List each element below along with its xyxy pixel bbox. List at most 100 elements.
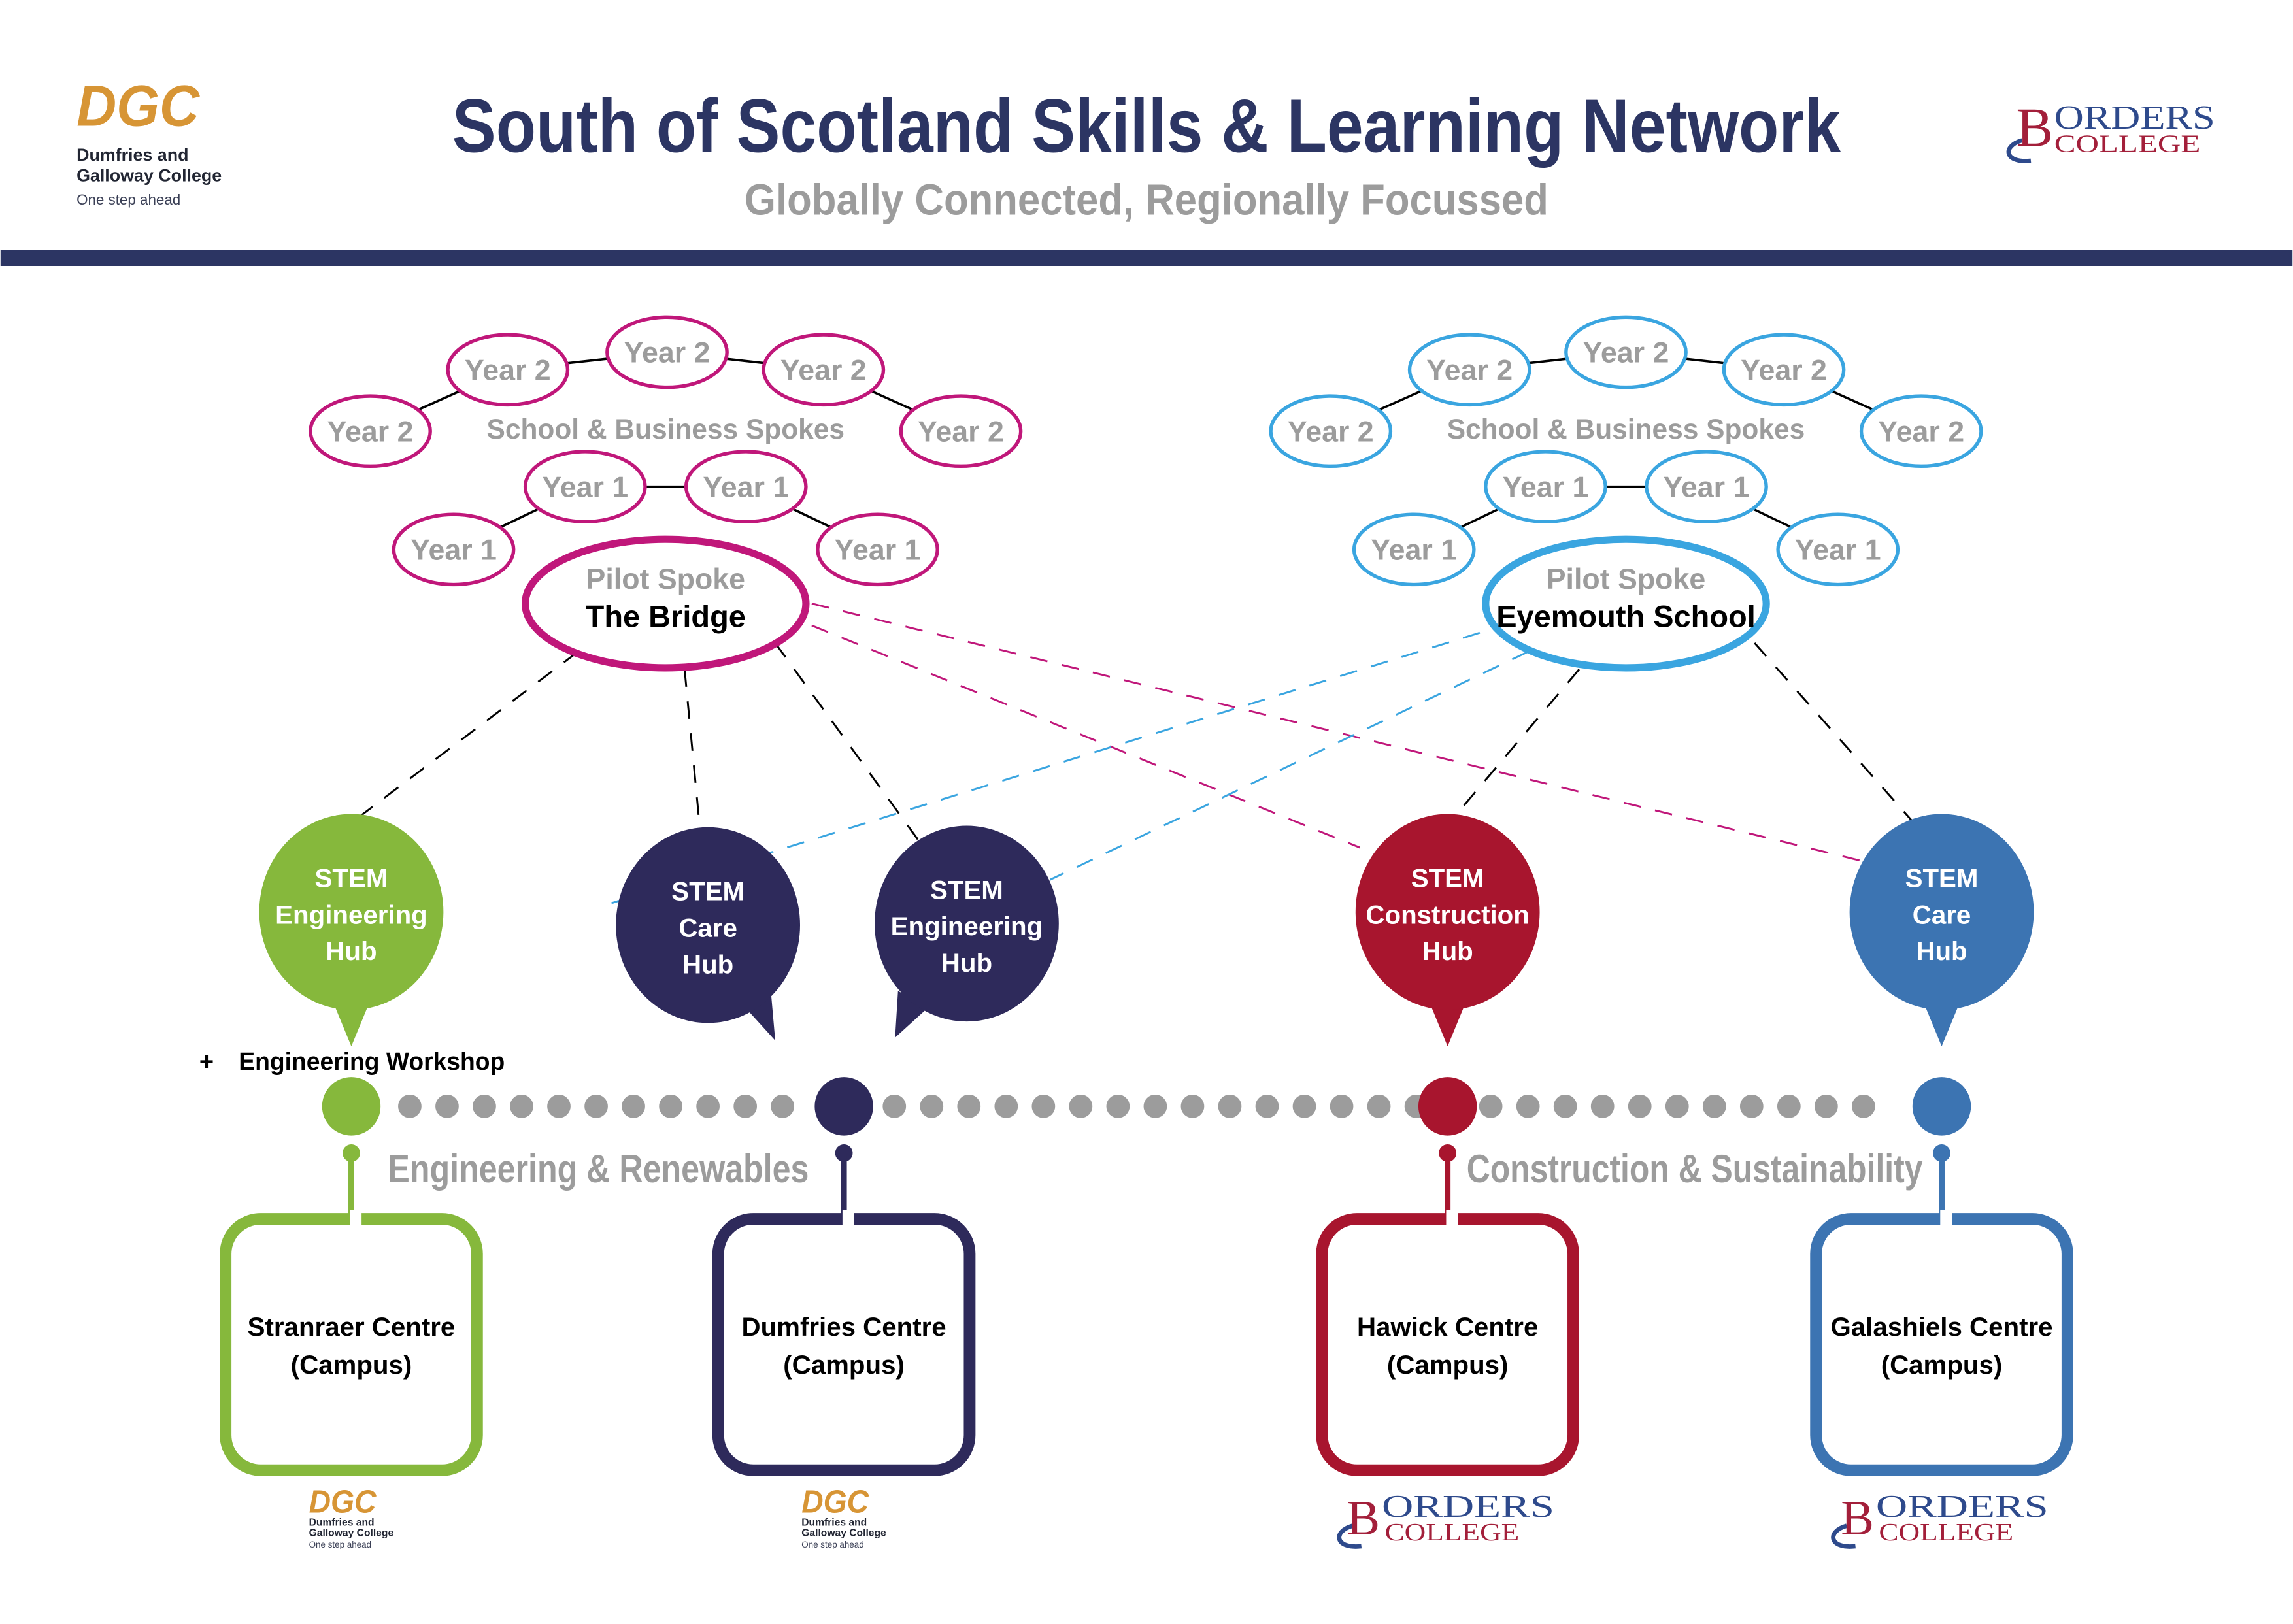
spoke-node-label: Year 1: [703, 471, 789, 503]
borders-logo-orders: ORDERS: [2054, 99, 2215, 137]
campus-node[interactable]: [322, 1077, 381, 1136]
hub-label-line: STEM: [930, 875, 1003, 904]
line-label-engineering-renewables: Engineering & Renewables: [388, 1146, 809, 1191]
hub-bubble: [1849, 814, 2034, 1010]
campus-box: [220, 1213, 483, 1476]
timeline-dot: [1777, 1094, 1801, 1118]
engineering-workshop-note: + Engineering Workshop: [199, 1048, 505, 1076]
timeline-dot: [1665, 1094, 1689, 1118]
spoke-node-outline: [392, 512, 516, 587]
campus-node[interactable]: [1912, 1077, 1971, 1136]
pilot-spoke-label: Pilot Spoke: [1547, 563, 1706, 595]
campus-stranraer[interactable]: Stranraer Centre(Campus): [220, 1144, 483, 1476]
timeline-dot: [1814, 1094, 1838, 1118]
dgc-logo-header: DGC Dumfries and Galloway College One st…: [76, 73, 222, 208]
spoke-node-label: Year 1: [1664, 471, 1750, 503]
timeline-dot: [1292, 1094, 1316, 1118]
dgc-logo-name-line2: Galloway College: [801, 1527, 886, 1538]
timeline-dot: [994, 1094, 1018, 1118]
campus-boxes: Stranraer Centre(Campus) Dumfries Centre(…: [220, 1144, 2073, 1476]
spoke-node-year1[interactable]: Year 1: [1352, 512, 1476, 587]
spoke-node-label: Year 2: [1288, 416, 1374, 448]
spoke-node-label: Year 1: [410, 534, 497, 566]
spoke-node-year2[interactable]: Year 2: [1859, 394, 1983, 469]
dgc-logo-name-line1: Dumfries and: [801, 1517, 867, 1529]
spoke-node-year1[interactable]: Year 1: [523, 450, 647, 524]
timeline-dot: [920, 1094, 944, 1118]
spoke-node-year1[interactable]: Year 1: [392, 512, 516, 587]
timeline-dot: [1590, 1094, 1615, 1118]
timeline-dot: [771, 1094, 795, 1118]
spoke-node-year2[interactable]: Year 2: [899, 394, 1023, 469]
timeline-dot: [584, 1094, 608, 1118]
hub-label-line: Engineering: [275, 900, 427, 929]
spoke-node-year1[interactable]: Year 1: [684, 450, 808, 524]
campus-name: Hawick Centre: [1357, 1312, 1538, 1342]
spoke-node-year2[interactable]: Year 2: [1722, 333, 1846, 407]
dgc-logo-name-line2: Galloway College: [76, 165, 222, 185]
campus-node[interactable]: [814, 1077, 873, 1136]
campus-box-notch: [1940, 1210, 1952, 1231]
spoke-node-outline: [1269, 394, 1393, 469]
page-subtitle: Globally Connected, Regionally Focussed: [745, 176, 1548, 225]
spoke-node-outline: [523, 450, 647, 524]
campus-type: (Campus): [783, 1350, 905, 1380]
spoke-node-label: Year 1: [835, 534, 921, 566]
spoke-node-year2[interactable]: Year 2: [309, 394, 432, 469]
campus-box: [1316, 1213, 1579, 1476]
campus-node[interactable]: [1418, 1077, 1477, 1136]
spoke-node-year2[interactable]: Year 2: [446, 333, 570, 407]
timeline-dot: [1330, 1094, 1354, 1118]
spoke-node-outline: [1776, 512, 1900, 587]
spoke-node-outline: [1722, 333, 1846, 407]
spoke-node-year2[interactable]: Year 2: [762, 333, 886, 407]
spoke-node-label: Year 2: [918, 416, 1004, 448]
spoke-node-year1[interactable]: Year 1: [816, 512, 939, 587]
spoke-node-outline: [446, 333, 570, 407]
spoke-node-year2[interactable]: Year 2: [605, 315, 729, 389]
dashed-connection: [1450, 669, 1581, 822]
hub-label-line: STEM: [315, 863, 388, 893]
spoke-node-label: Year 2: [1583, 337, 1669, 369]
borders-logo-orders: ORDERS: [1876, 1488, 2049, 1524]
timeline-dot: [1069, 1094, 1093, 1118]
spoke-node-year2[interactable]: Year 2: [1564, 315, 1688, 389]
borders-logo-swoosh: [1337, 1523, 1362, 1549]
campus-dumfries[interactable]: Dumfries Centre(Campus): [712, 1144, 976, 1476]
spoke-node-outline: [684, 450, 808, 524]
spoke-node-year1[interactable]: Year 1: [1645, 450, 1768, 524]
timeline-dot: [1851, 1094, 1875, 1118]
timeline-dot: [1031, 1094, 1056, 1118]
connection-links: [350, 603, 1913, 904]
timeline-dot: [1218, 1094, 1242, 1118]
borders-logo-college: COLLEGE: [1385, 1519, 1520, 1546]
spoke-node-outline: [1645, 450, 1768, 524]
hub-bubble: [616, 827, 801, 1023]
spoke-node-year1[interactable]: Year 1: [1484, 450, 1607, 524]
spoke-node-label: Year 1: [1795, 534, 1881, 566]
spoke-node-year1[interactable]: Year 1: [1776, 512, 1900, 587]
spoke-node-year2[interactable]: Year 2: [1407, 333, 1531, 407]
campus-box-notch: [842, 1210, 854, 1231]
borders-logo-swoosh: [2006, 138, 2032, 163]
dgc-logo-name-line1: Dumfries and: [309, 1517, 375, 1529]
timeline-dot: [1367, 1094, 1391, 1118]
dashed-connection: [772, 631, 1481, 853]
hub-label-line: STEM: [671, 877, 745, 906]
spoke-node-year2[interactable]: Year 2: [1269, 394, 1393, 469]
spoke-node-outline: [605, 315, 729, 389]
school-business-spokes-label: School & Business Spokes: [487, 414, 845, 445]
campus-galashiels[interactable]: Galashiels Centre(Campus): [1810, 1144, 2073, 1476]
campus-hawick[interactable]: Hawick Centre(Campus): [1316, 1144, 1579, 1476]
